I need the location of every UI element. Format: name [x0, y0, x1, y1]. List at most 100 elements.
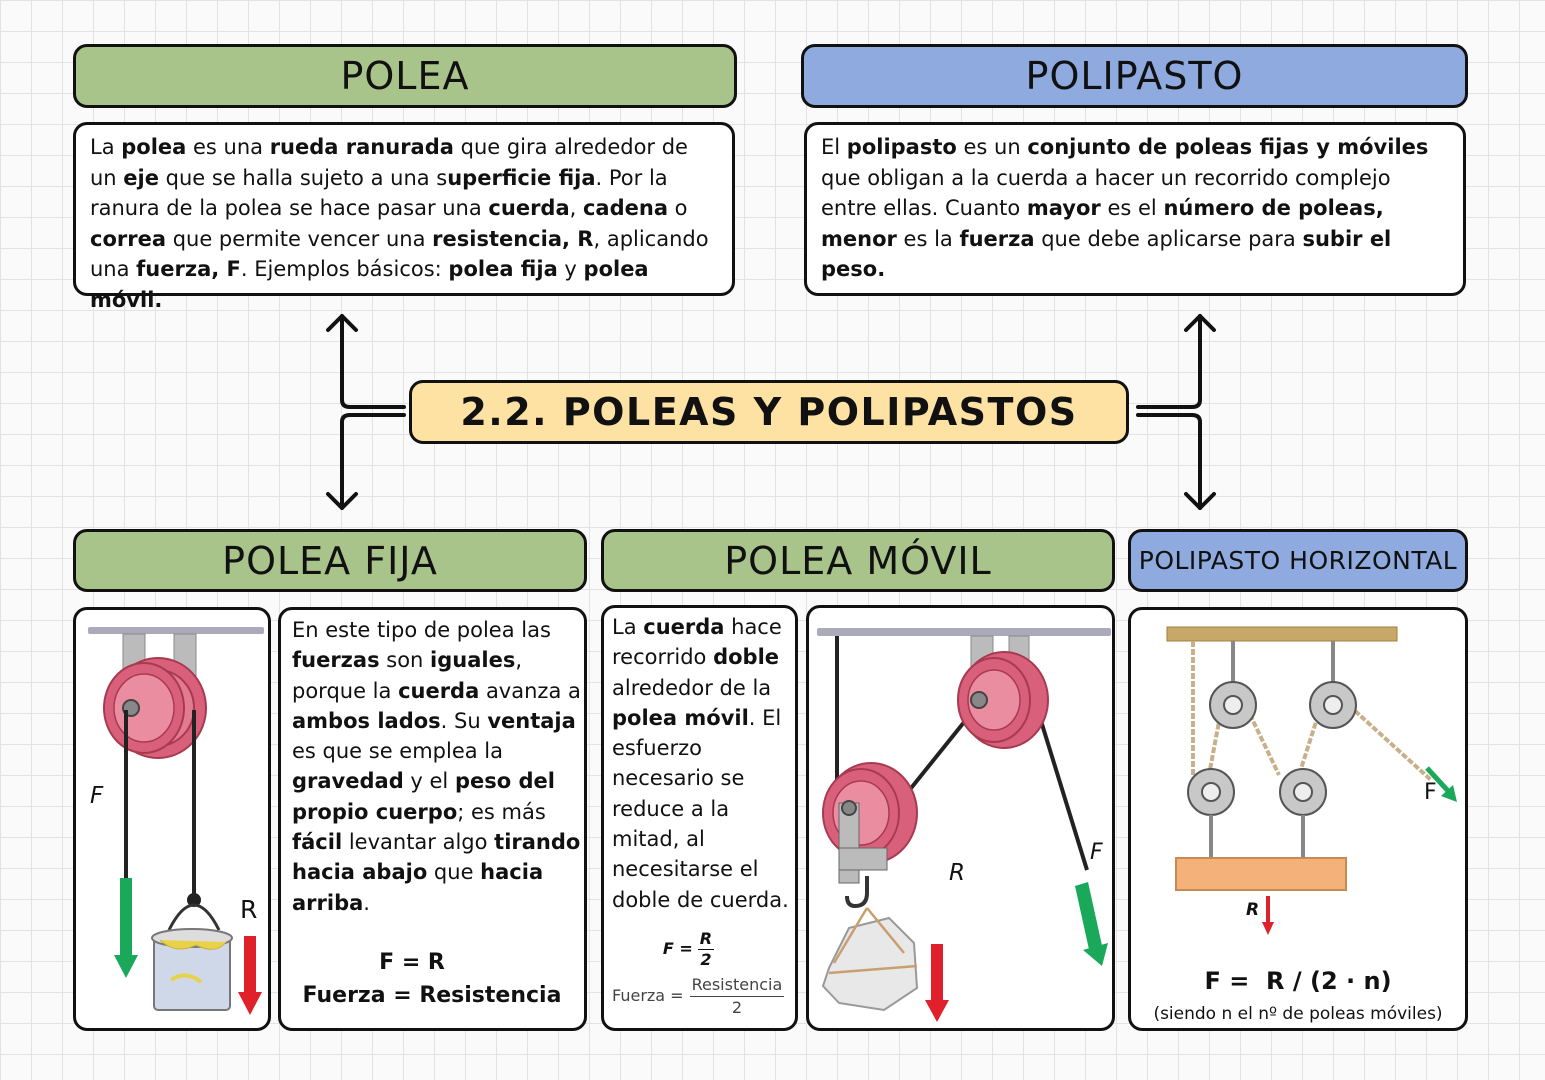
bold-text: mayor — [1026, 196, 1101, 220]
text: que permite vencer una — [166, 226, 433, 251]
text: que — [427, 860, 481, 885]
resistance-arrow-icon — [925, 944, 949, 1022]
polea-title: POLEA — [340, 54, 470, 98]
text: La — [612, 615, 644, 639]
bold-text: conjunto de poleas fijas y móviles — [1027, 135, 1429, 159]
polea-fija-header: POLEA FIJA — [73, 529, 587, 592]
text: o — [668, 196, 688, 220]
text: . — [363, 890, 370, 915]
polea-fija-image-box: F R — [73, 607, 271, 1031]
resistance-arrow-icon — [1262, 896, 1274, 935]
center-title-box: 2.2. POLEAS Y POLIPASTOS — [409, 380, 1129, 444]
polipasto-horizontal-header: POLIPASTO HORIZONTAL — [1128, 529, 1468, 592]
text: es que se emplea la — [292, 739, 504, 764]
text: alrededor de la — [612, 675, 772, 700]
polipasto-header: POLIPASTO — [801, 44, 1468, 108]
text: es un — [956, 135, 1028, 159]
bold-text: resistencia, R — [432, 226, 594, 251]
force-label: F — [1090, 840, 1103, 865]
polea-movil-formula-short: F = R 2 — [662, 928, 715, 969]
text: . Su — [440, 708, 488, 733]
text: hace recorrido — [612, 615, 782, 670]
force-label: F — [90, 783, 104, 809]
bold-text: fácil — [292, 830, 343, 855]
force-arrow-icon — [1425, 766, 1457, 802]
bold-text: doble — [713, 645, 780, 670]
text: y el — [403, 769, 455, 794]
bold-text: peso del propio cuerpo — [292, 769, 555, 824]
polea-movil-header: POLEA MÓVIL — [601, 529, 1115, 592]
polea-description: La polea es una rueda ranurada que gira … — [73, 122, 735, 312]
bold-text: subir el peso. — [821, 226, 1392, 282]
polipasto-illustration — [1166, 626, 1457, 935]
polea-fija-text: En este tipo de polea las fuerzas son ig… — [292, 618, 581, 915]
bold-text: iguales — [430, 648, 516, 673]
text: y — [557, 257, 584, 281]
polipasto-horizontal-title: POLIPASTO HORIZONTAL — [1138, 546, 1458, 575]
polipasto-text: El polipasto es un conjunto de poleas fi… — [821, 135, 1428, 281]
polea-fija-formula-words: Fuerza = Resistencia — [302, 982, 562, 1008]
bold-text: polipasto — [846, 135, 957, 159]
text: En este tipo de polea las — [292, 618, 551, 642]
bold-text: eje — [123, 165, 159, 190]
text: levantar algo — [342, 830, 495, 855]
polea-movil-image-box: R F — [806, 605, 1115, 1031]
text: es la — [896, 226, 960, 251]
bold-text: cadena — [582, 196, 668, 220]
polea-fija-formula: F = R — [379, 949, 445, 975]
text: , porque la — [292, 648, 523, 703]
right-connector — [1136, 314, 1216, 510]
resistance-label: R — [240, 895, 258, 924]
text: . El esfuerzo necesario se reduce a la m… — [612, 705, 789, 912]
polea-movil-description: La cuerda hace recorrido doble alrededor… — [601, 605, 798, 1031]
polipasto-horizontal-box: F R F = R / (2 · n) (siendo n el nº de p… — [1128, 607, 1468, 1031]
force-arrow-icon — [1075, 882, 1108, 966]
rock-icon — [821, 916, 919, 1012]
polipasto-formula: F = R / (2 · n) — [1204, 967, 1392, 995]
bold-text: polea móvil — [612, 705, 749, 730]
text: ; es más — [457, 799, 546, 824]
polea-text: La polea es una rueda ranurada que gira … — [90, 135, 709, 312]
polipasto-title: POLIPASTO — [1025, 54, 1244, 98]
bold-text: rueda ranurada — [269, 135, 454, 159]
text: que obligan a la cuerda a hacer un recor… — [821, 165, 1391, 221]
polea-movil-title: POLEA MÓVIL — [724, 538, 992, 583]
text: , aplicando una — [90, 226, 709, 282]
text: son — [379, 648, 431, 673]
bold-text: correa — [90, 226, 167, 251]
text: . Por la ranura de la polea se hace pasa… — [90, 165, 668, 221]
force-label: F — [1424, 780, 1437, 805]
bold-text: uperficie fija — [447, 165, 596, 190]
polea-movil-text: La cuerda hace recorrido doble alrededor… — [612, 615, 789, 912]
text: , — [569, 196, 583, 220]
resistance-label: R — [949, 860, 965, 886]
force-arrow-icon — [114, 878, 138, 978]
text: La — [90, 135, 122, 159]
bold-text: gravedad — [292, 769, 404, 794]
bold-text: polea móvil. — [90, 257, 649, 312]
bold-text: tirando hacia abajo — [292, 830, 581, 885]
polipasto-description: El polipasto es un conjunto de poleas fi… — [804, 122, 1466, 296]
text: avanza a — [479, 678, 581, 703]
bold-text: fuerza — [959, 226, 1035, 251]
text: El — [821, 135, 847, 159]
bold-text: cuerda — [398, 678, 480, 703]
left-connector — [326, 314, 406, 510]
bold-text: polea — [121, 135, 187, 159]
resistance-label: R — [1246, 900, 1260, 920]
polea-fija-description: En este tipo de polea las fuerzas son ig… — [278, 607, 587, 1031]
bold-text: fuerzas — [292, 648, 380, 673]
polea-movil-illustration — [817, 628, 1111, 1022]
resistance-arrow-icon — [238, 936, 262, 1015]
polea-header: POLEA — [73, 44, 737, 108]
text: es el — [1100, 196, 1164, 220]
bold-text: cuerda — [643, 615, 725, 639]
bold-text: cuerda — [488, 196, 570, 220]
bold-text: polea fija — [448, 257, 558, 281]
polea-fija-title: POLEA FIJA — [222, 538, 438, 583]
bold-text: ventaja — [487, 708, 576, 733]
text: . Ejemplos básicos: — [240, 257, 449, 281]
text: que gira alrededor de un — [90, 135, 688, 190]
load-board-icon — [1175, 857, 1347, 891]
bold-text: fuerza, F — [136, 257, 241, 281]
